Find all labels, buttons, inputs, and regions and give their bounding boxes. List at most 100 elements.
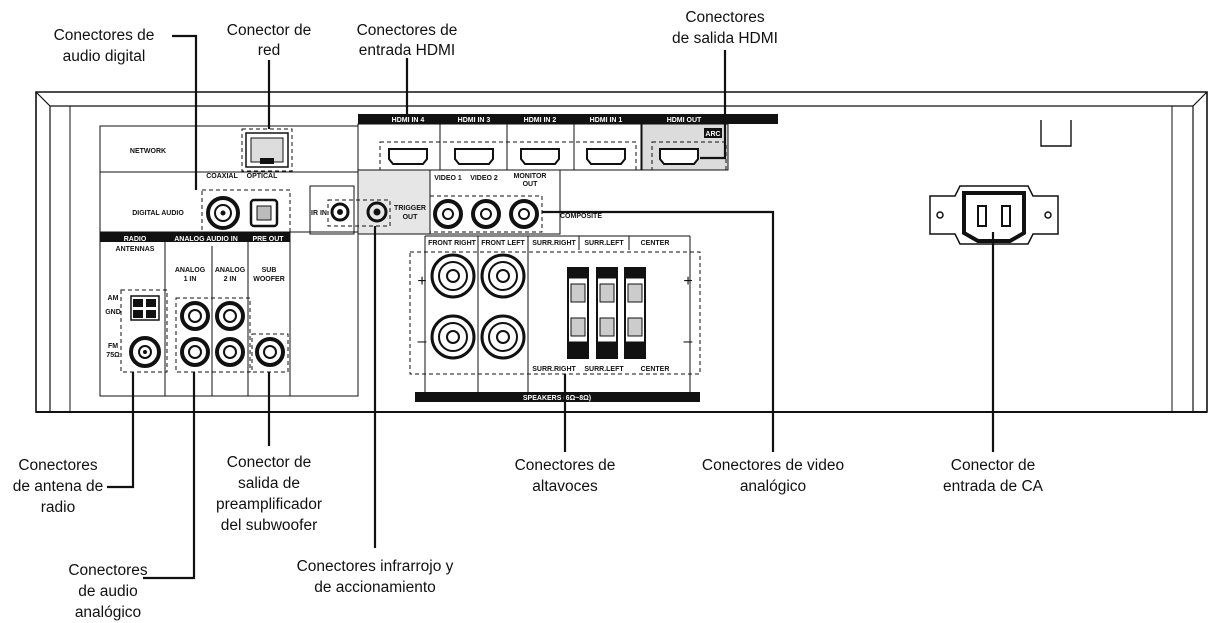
surr-left-label: SURR.LEFT — [584, 240, 624, 247]
coaxial-jack — [206, 196, 240, 230]
analog2-label-2: 2 IN — [224, 276, 237, 283]
callout-digital-audio: Conectores de audio digital — [54, 27, 155, 65]
fm-label-2: 75Ω — [106, 352, 120, 359]
network-label: NETWORK — [130, 148, 166, 155]
video2-label: VIDEO 2 — [470, 175, 498, 182]
trigger-out-label-1: TRIGGER — [394, 205, 426, 212]
speakers-bar — [415, 392, 700, 402]
svg-text:Conector de: Conector de — [951, 457, 1035, 474]
ir-in-label: IR IN — [311, 210, 327, 217]
surr-right-label: SURR.RIGHT — [532, 240, 576, 247]
analog2-label-1: ANALOG — [215, 267, 246, 274]
svg-text:salida de: salida de — [238, 475, 300, 492]
callout-ir-trigger: Conectores infrarrojo y de accionamiento — [297, 558, 454, 596]
analog1-label-2: 1 IN — [184, 276, 197, 283]
arc-label: ARC — [705, 131, 720, 138]
svg-text:de antena de: de antena de — [13, 478, 104, 495]
front-left-label: FRONT LEFT — [481, 240, 525, 247]
coaxial-label: COAXIAL — [206, 173, 238, 180]
chassis — [35, 91, 1208, 413]
callout-analog-video: Conectores de video analógico — [702, 457, 844, 495]
sub-woofer-label-1: SUB — [262, 267, 277, 274]
pre-out-label: PRE OUT — [252, 236, 284, 243]
callout-analog-audio: Conectores de audio analógico — [68, 562, 148, 621]
svg-text:entrada HDMI: entrada HDMI — [359, 42, 455, 59]
svg-text:Conectores: Conectores — [685, 9, 765, 26]
radio-antennas-label-1: RADIO — [124, 236, 147, 243]
fm-jack — [129, 336, 161, 368]
digital-audio-label: DIGITAL AUDIO — [132, 210, 184, 217]
analog-audio-in-label: ANALOG AUDIO IN — [174, 236, 238, 243]
minus-left: – — [418, 333, 427, 350]
svg-text:Conector de: Conector de — [227, 22, 311, 39]
gnd-label: GND — [105, 309, 121, 316]
optical-label: OPTICAL — [247, 173, 278, 180]
am-terminal — [130, 295, 160, 321]
center-label: CENTER — [641, 240, 670, 247]
hdmi-in-1-label: HDMI IN 1 — [590, 117, 623, 124]
analog1-label-1: ANALOG — [175, 267, 206, 274]
video1-label: VIDEO 1 — [434, 175, 462, 182]
svg-text:Conectores de video: Conectores de video — [702, 457, 844, 474]
monitor-out-label-1: MONITOR — [514, 173, 547, 180]
composite-label: COMPOSITE — [560, 213, 602, 220]
composite-jacks — [433, 199, 539, 229]
network-jack — [245, 132, 289, 168]
left-panel — [99, 125, 359, 397]
hdmi-header-bar — [358, 114, 778, 124]
svg-text:del subwoofer: del subwoofer — [221, 517, 318, 534]
svg-text:entrada de CA: entrada de CA — [943, 478, 1044, 495]
callout-hdmi-in: Conectores de entrada HDMI — [357, 22, 458, 59]
analog-audio-header-bar — [100, 232, 290, 242]
callout-hdmi-out: Conectores de salida HDMI — [672, 9, 778, 47]
hdmi-ports — [388, 148, 699, 165]
callout-speakers: Conectores de altavoces — [515, 457, 616, 495]
monitor-out-label-2: OUT — [523, 181, 539, 188]
svg-text:Conectores infrarrojo y: Conectores infrarrojo y — [297, 558, 454, 575]
hdmi-in-3-label: HDMI IN 3 — [458, 117, 491, 124]
svg-text:de salida HDMI: de salida HDMI — [672, 30, 778, 47]
callout-network: Conector de red — [227, 22, 311, 59]
surr-right-bottom-label: SURR.RIGHT — [532, 366, 576, 373]
surr-left-bottom-label: SURR.LEFT — [584, 366, 624, 373]
svg-text:altavoces: altavoces — [532, 478, 598, 495]
radio-antennas-label-2: ANTENNAS — [116, 246, 155, 253]
ir-in-jack — [330, 202, 350, 222]
svg-text:de audio: de audio — [78, 583, 137, 600]
ac-inlet — [929, 185, 1059, 245]
svg-text:analógico: analógico — [740, 478, 806, 495]
callout-antenna: Conectores de antena de radio — [13, 457, 104, 516]
trigger-out-label-2: OUT — [403, 214, 419, 221]
speaker-section-lines — [424, 235, 691, 396]
svg-text:radio: radio — [41, 499, 75, 516]
svg-text:Conectores: Conectores — [68, 562, 148, 579]
trigger-out-jack — [366, 201, 388, 223]
svg-text:de accionamiento: de accionamiento — [314, 579, 436, 596]
plus-left: + — [417, 273, 426, 290]
hdmi-in-4-label: HDMI IN 4 — [392, 117, 425, 124]
svg-text:Conectores: Conectores — [18, 457, 98, 474]
svg-text:red: red — [258, 42, 280, 59]
svg-text:preamplificador: preamplificador — [216, 496, 322, 513]
sub-woofer-label-2: WOOFER — [253, 276, 285, 283]
hdmi-out-label: HDMI OUT — [667, 117, 702, 124]
svg-text:analógico: analógico — [75, 604, 141, 621]
svg-text:Conectores de: Conectores de — [515, 457, 616, 474]
svg-text:audio digital: audio digital — [63, 48, 146, 65]
am-label: AM — [108, 295, 119, 302]
callout-sub-preout: Conector de salida de preamplificador de… — [216, 454, 322, 534]
svg-text:Conectores de: Conectores de — [357, 22, 458, 39]
minus-right: – — [684, 333, 693, 350]
svg-text:Conector de: Conector de — [227, 454, 311, 471]
svg-text:Conectores de: Conectores de — [54, 27, 155, 44]
analog-rca-jacks — [180, 301, 245, 367]
center-bottom-label: CENTER — [641, 366, 670, 373]
front-right-label: FRONT RIGHT — [428, 240, 477, 247]
speakers-bar-label: SPEAKERS (6Ω~8Ω) — [523, 395, 591, 402]
callout-ac-input: Conector de entrada de CA — [943, 457, 1044, 495]
spring-terminals — [567, 267, 646, 359]
hdmi-in-2-label: HDMI IN 2 — [524, 117, 557, 124]
fm-label-1: FM — [108, 343, 118, 350]
optical-jack — [249, 198, 279, 228]
